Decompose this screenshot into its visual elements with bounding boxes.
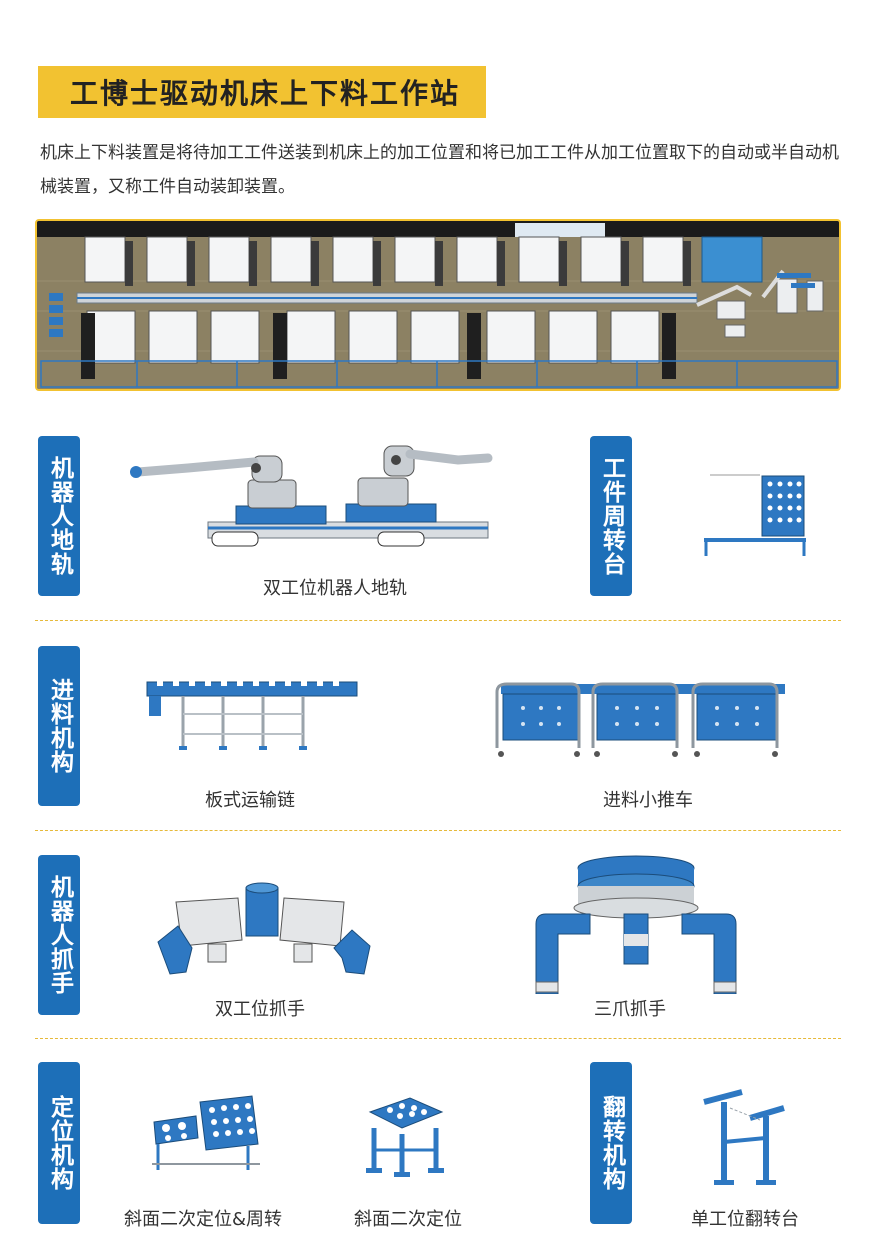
tab-feeding-label: 进料机构 xyxy=(46,678,73,774)
page-title: 工博士驱动机床上下料工作站 xyxy=(70,77,461,110)
incline-positioning-illustration xyxy=(360,1094,450,1178)
page-title-banner: 工博士驱动机床上下料工作站 xyxy=(38,66,486,118)
single-station-flip-table-illustration xyxy=(700,1088,790,1188)
tab-flipping: 翻转机构 xyxy=(590,1062,632,1224)
tab-workpiece-turntable-label: 工件周转台 xyxy=(598,456,625,576)
tab-feeding: 进料机构 xyxy=(38,646,80,806)
caption-incline-positioning: 斜面二次定位 xyxy=(354,1209,462,1230)
section-divider xyxy=(35,1038,841,1039)
caption-flip-table: 单工位翻转台 xyxy=(691,1209,799,1230)
tab-workpiece-turntable: 工件周转台 xyxy=(590,436,632,596)
workshop-overview-image xyxy=(35,219,841,391)
robot-rail-illustration xyxy=(128,438,493,553)
caption-robot-rail: 双工位机器人地轨 xyxy=(263,578,407,599)
tab-robot-rail-label: 机器人地轨 xyxy=(46,456,73,576)
incline-positioning-turnover-illustration xyxy=(148,1094,268,1176)
tab-positioning-label: 定位机构 xyxy=(46,1095,73,1191)
caption-incline-positioning-turnover: 斜面二次定位&周转 xyxy=(123,1209,283,1230)
plate-conveyor-illustration xyxy=(145,674,360,754)
section-divider xyxy=(35,830,841,831)
tab-gripper-label: 机器人抓手 xyxy=(46,875,73,995)
workpiece-turntable-illustration xyxy=(700,470,810,562)
dual-gripper-illustration xyxy=(148,882,378,982)
tab-positioning: 定位机构 xyxy=(38,1062,80,1224)
intro-paragraph: 机床上下料装置是将待加工工件送装到机床上的加工位置和将已加工工件从加工位置取下的… xyxy=(40,143,839,197)
tab-flipping-label: 翻转机构 xyxy=(598,1095,625,1191)
feeding-cart-illustration xyxy=(493,680,785,760)
three-jaw-gripper-illustration xyxy=(530,854,742,994)
tab-robot-rail: 机器人地轨 xyxy=(38,436,80,596)
section-divider xyxy=(35,620,841,621)
caption-plate-conveyor: 板式运输链 xyxy=(205,790,295,811)
caption-feeding-cart: 进料小推车 xyxy=(603,790,693,811)
caption-dual-gripper: 双工位抓手 xyxy=(215,999,305,1020)
tab-gripper: 机器人抓手 xyxy=(38,855,80,1015)
caption-three-jaw-gripper: 三爪抓手 xyxy=(594,999,666,1020)
